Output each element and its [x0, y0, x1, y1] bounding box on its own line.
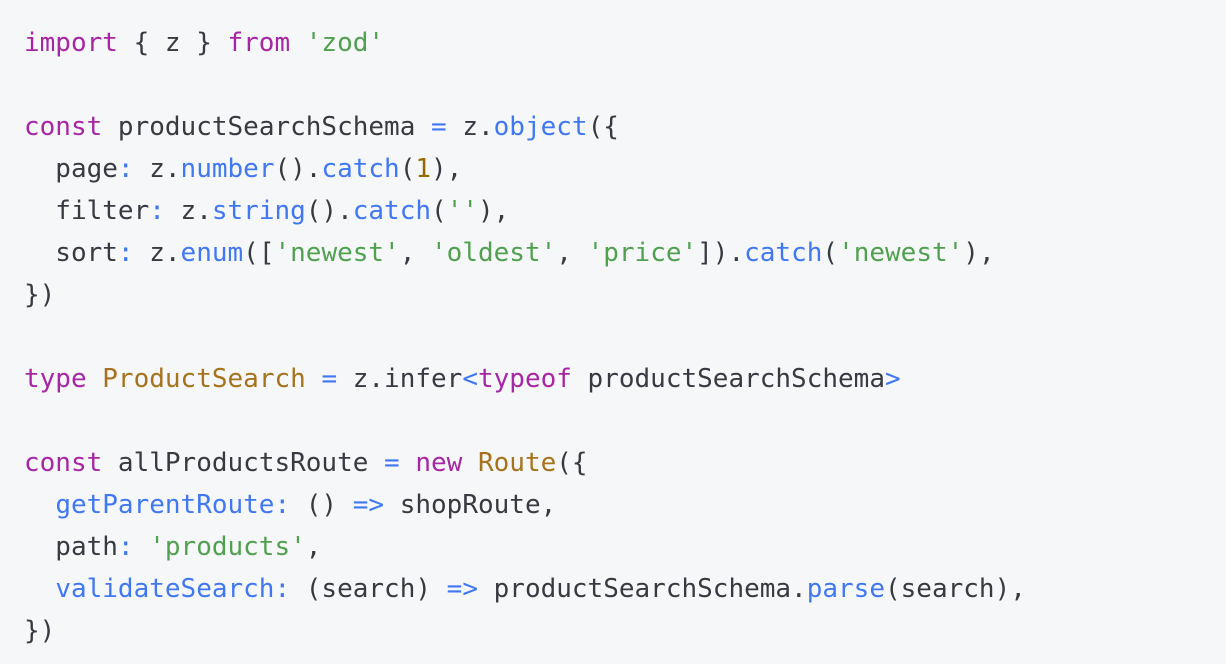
code-token: (search),	[885, 574, 1026, 604]
code-token: z.	[164, 196, 212, 226]
code-token: z.infer	[337, 364, 463, 394]
code-token	[134, 532, 150, 562]
code-line: getParentRoute: () => shopRoute,	[24, 484, 1202, 526]
code-token: Route	[477, 448, 557, 478]
code-token: =	[321, 364, 338, 394]
code-token: productSearchSchema.	[477, 574, 807, 604]
code-token: catch	[352, 196, 432, 226]
code-line: const productSearchSchema = z.object({	[24, 106, 1202, 148]
code-token	[290, 28, 306, 58]
code-line: })	[24, 274, 1202, 316]
code-line-blank	[24, 64, 1202, 106]
code-token	[87, 364, 103, 394]
code-token	[24, 574, 55, 604]
code-token: 'zod'	[305, 28, 385, 58]
code-token: filter	[24, 196, 150, 226]
code-token: ,	[399, 238, 432, 268]
code-token: 'newest'	[274, 238, 400, 268]
code-token: ]).	[697, 238, 745, 268]
code-token: path	[24, 532, 118, 562]
code-token: productSearchSchema	[102, 112, 432, 142]
code-token: ),	[431, 154, 463, 184]
code-token	[462, 448, 478, 478]
code-token: (search)	[290, 574, 447, 604]
code-token: (	[822, 238, 839, 268]
code-token: })	[24, 616, 56, 646]
code-token: ().	[305, 196, 353, 226]
code-token: :	[274, 574, 291, 604]
code-token: productSearchSchema	[571, 364, 885, 394]
code-token: (	[399, 154, 416, 184]
code-token: page	[24, 154, 118, 184]
code-line: sort: z.enum(['newest', 'oldest', 'price…	[24, 232, 1202, 274]
code-token: ({	[556, 448, 588, 478]
code-token: :	[117, 238, 134, 268]
code-token: ([	[243, 238, 275, 268]
code-token: 'newest'	[838, 238, 964, 268]
code-token: ({	[587, 112, 619, 142]
code-line: validateSearch: (search) => productSearc…	[24, 568, 1202, 610]
code-token: enum	[180, 238, 244, 268]
code-token: parse	[806, 574, 885, 604]
code-token: typeof	[477, 364, 572, 394]
code-token	[306, 364, 322, 394]
code-token: ,	[305, 532, 322, 562]
code-token: new	[415, 448, 463, 478]
code-token: <	[462, 364, 478, 394]
code-token: object	[493, 112, 588, 142]
code-token: validateSearch	[55, 574, 275, 604]
code-token: ()	[290, 490, 353, 520]
code-token: =>	[352, 490, 385, 520]
code-token: 'products'	[149, 532, 306, 562]
code-token: :	[117, 532, 134, 562]
code-token: ().	[274, 154, 322, 184]
code-token: ,	[556, 238, 588, 268]
code-token: catch	[744, 238, 823, 268]
code-token: (	[431, 196, 447, 226]
code-line: page: z.number().catch(1),	[24, 148, 1202, 190]
code-token: 'price'	[587, 238, 698, 268]
code-token: const	[24, 448, 103, 478]
code-token: shopRoute,	[384, 490, 557, 520]
code-line: const allProductsRoute = new Route({	[24, 442, 1202, 484]
code-token: const	[24, 112, 103, 142]
code-token: ),	[963, 238, 995, 268]
code-line-blank	[24, 316, 1202, 358]
code-token: =>	[446, 574, 478, 604]
code-token: import	[24, 28, 118, 58]
code-token: =	[384, 448, 400, 478]
code-token: :	[274, 490, 291, 520]
code-token: ),	[478, 196, 510, 226]
code-token: ''	[446, 196, 478, 226]
code-token: ProductSearch	[102, 364, 306, 394]
code-token: catch	[321, 154, 400, 184]
code-line: import { z } from 'zod'	[24, 22, 1202, 64]
code-token: z.	[133, 238, 181, 268]
code-line: path: 'products',	[24, 526, 1202, 568]
code-token: z.	[133, 154, 181, 184]
code-token: { z }	[117, 28, 228, 58]
code-token: :	[149, 196, 165, 226]
code-token	[400, 448, 416, 478]
code-token: from	[227, 28, 291, 58]
code-line: filter: z.string().catch(''),	[24, 190, 1202, 232]
code-line-blank	[24, 400, 1202, 442]
code-token: string	[211, 196, 306, 226]
code-token: })	[24, 280, 56, 310]
code-token: getParentRoute	[55, 490, 275, 520]
code-line: })	[24, 610, 1202, 652]
code-token: >	[884, 364, 901, 394]
code-token: number	[180, 154, 275, 184]
code-token	[24, 490, 55, 520]
code-token: type	[24, 364, 87, 394]
code-token: =	[431, 112, 447, 142]
code-token: 1	[415, 154, 432, 184]
code-line: type ProductSearch = z.infer<typeof prod…	[24, 358, 1202, 400]
code-token: sort	[24, 238, 118, 268]
code-token: z.	[446, 112, 494, 142]
code-token: 'oldest'	[431, 238, 557, 268]
code-token: allProductsRoute	[102, 448, 385, 478]
code-token: :	[117, 154, 134, 184]
